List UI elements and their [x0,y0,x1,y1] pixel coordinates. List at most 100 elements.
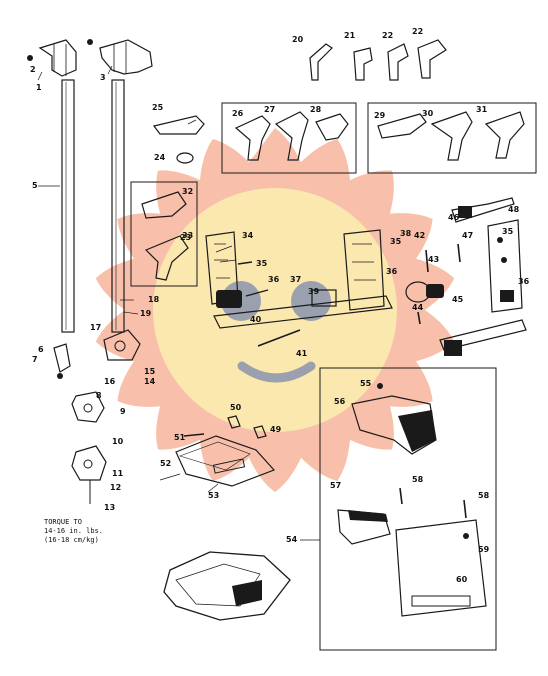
part-label-37: 37 [290,275,301,284]
presser-bar-right [111,79,125,333]
part-number-labels: 1 2 3 5 6 7 8 9 10 11 12 13 14 15 16 17 … [30,27,530,584]
part-label-45: 45 [452,295,464,304]
part-label-12: 12 [110,483,121,492]
part-label-21: 21 [344,31,356,40]
part-label-54: 54 [286,535,298,544]
part-label-60: 60 [456,575,468,584]
foot-30 [430,111,473,161]
part-label-52: 52 [160,459,171,468]
presser-bar-guide [103,329,141,361]
part-label-3: 3 [100,73,106,82]
part-label-53: 53 [208,491,219,500]
torque-note-line-2: 14-16 in. lbs. [44,527,103,535]
part-label-8: 8 [96,391,102,400]
frame-parts-55-60 [319,367,497,651]
foot-56 [351,395,437,455]
part-label-9: 9 [120,407,126,416]
part-label-48: 48 [508,205,520,214]
presser-foot-holder-9 [71,391,105,423]
hemmer-foot-22b [417,39,447,79]
part-label-24: 24 [154,153,166,162]
foot-33 [144,235,189,281]
thumb-screw-49 [253,425,267,439]
throat-plate-52 [175,435,276,487]
part-label-29: 29 [374,111,386,120]
part-label-36c: 36 [518,277,530,286]
smile-mouth [237,361,316,383]
part-label-11: 11 [112,469,124,478]
part-label-10: 10 [112,437,124,446]
part-label-18: 18 [148,295,160,304]
screw-47 [457,243,461,263]
part-label-40: 40 [250,315,262,324]
frame-parts-32-33 [130,181,198,287]
part-label-31: 31 [476,105,488,114]
guide-57 [337,509,391,545]
hemmer-foot-20 [309,43,333,81]
presser-bar-left [61,79,75,333]
screw-43 [425,249,429,273]
ruffler-left-frame [205,231,242,308]
part-label-22a: 22 [382,31,393,40]
screw-55 [377,383,383,389]
part-label-35a: 35 [256,259,268,268]
screw-3-top [87,39,93,45]
part-label-30: 30 [422,109,434,118]
screw-59 [463,533,469,539]
part-label-56: 56 [334,397,346,406]
thumb-screw-50 [227,415,241,429]
screw-2 [27,55,33,61]
screw-51 [183,433,205,437]
part-label-41: 41 [296,349,308,358]
sun-face-overlay [95,128,455,492]
part-label-32: 32 [182,187,193,196]
foot-29 [377,113,427,139]
part-label-49: 49 [270,425,282,434]
top-bracket-right [99,39,153,75]
part-label-50: 50 [230,403,242,412]
part-label-43: 43 [428,255,439,264]
part-label-15: 15 [144,367,156,376]
part-label-35c: 35 [502,227,514,236]
part-label-1: 1 [36,83,42,92]
part-label-16: 16 [104,377,116,386]
frame-parts-26-28 [221,102,357,174]
part-label-6: 6 [38,345,44,354]
part-label-33: 33 [182,231,193,240]
sun-disc [153,188,397,432]
bracket-60 [395,519,487,617]
screw-41 [257,329,301,347]
top-bracket-left [38,39,77,77]
attachment-46 [451,197,515,223]
part-label-36b: 36 [386,267,398,276]
lever-45 [405,281,444,303]
frame-parts-29-31 [367,102,537,174]
part-label-17: 17 [90,323,101,332]
part-label-36a: 36 [268,275,280,284]
ruffler-right-frame [343,229,385,311]
torque-note-line-1: TORQUE TO [44,518,82,526]
part-label-51: 51 [174,433,186,442]
part-label-28: 28 [310,105,322,114]
part-label-46: 46 [448,213,460,222]
part-label-20: 20 [292,35,304,44]
part-label-55: 55 [360,379,372,388]
screw-58a [399,487,403,505]
part-label-2: 2 [30,65,36,74]
part-label-14: 14 [144,377,156,386]
part-label-23: 23 [180,233,191,242]
part-label-42: 42 [414,231,425,240]
part-label-22b: 22 [412,27,423,36]
part-label-57: 57 [330,481,341,490]
screw-44 [417,311,421,325]
foot-31 [484,111,525,159]
part-label-34: 34 [242,231,254,240]
foot-26 [234,115,271,161]
part-label-39: 39 [308,287,320,296]
right-eye [291,281,331,321]
presser-foot-54 [163,551,291,621]
part-label-27: 27 [264,105,275,114]
part-label-58a: 58 [412,475,424,484]
part-label-19: 19 [140,309,152,318]
